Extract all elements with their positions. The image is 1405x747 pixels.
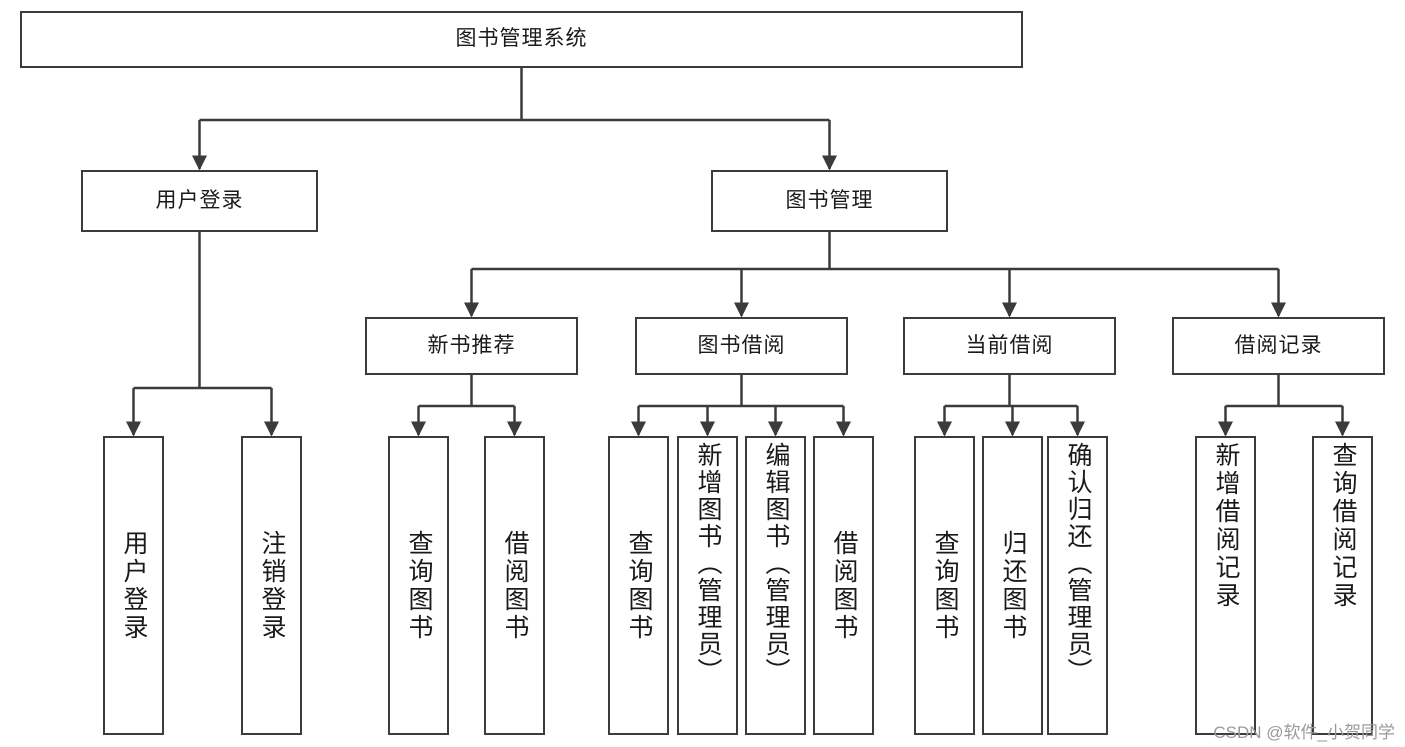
- node-label: 注销登录: [258, 529, 286, 642]
- node-label: 当前借阅: [965, 333, 1054, 357]
- node-label: 借阅图书: [501, 529, 529, 642]
- node-leaf_query_book_b[interactable]: 查询图书: [608, 436, 669, 735]
- node-leaf_user_logout[interactable]: 注销登录: [241, 436, 302, 735]
- node-label: 图书管理: [785, 188, 874, 212]
- node-leaf_user_login[interactable]: 用户登录: [103, 436, 164, 735]
- node-borrow_record[interactable]: 借阅记录: [1172, 317, 1385, 375]
- node-leaf_add_record[interactable]: 新增借阅记录: [1195, 436, 1256, 735]
- node-leaf_return_book[interactable]: 归还图书: [982, 436, 1043, 735]
- node-label: 查询借阅记录: [1329, 442, 1357, 610]
- node-label: 借阅图书: [830, 529, 858, 642]
- node-leaf_query_record[interactable]: 查询借阅记录: [1312, 436, 1373, 735]
- node-label: 新书推荐: [427, 333, 516, 357]
- node-leaf_borrow_book_b[interactable]: 借阅图书: [813, 436, 874, 735]
- node-root[interactable]: 图书管理系统: [20, 11, 1023, 68]
- node-leaf_borrow_book_rec[interactable]: 借阅图书: [484, 436, 545, 735]
- node-leaf_add_book[interactable]: 新增图书（管理员）: [677, 436, 738, 735]
- node-label: 查询图书: [931, 529, 959, 642]
- node-book_mgmt[interactable]: 图书管理: [711, 170, 948, 232]
- node-label: 编辑图书（管理员）: [762, 442, 790, 685]
- node-user_login[interactable]: 用户登录: [81, 170, 318, 232]
- node-label: 归还图书: [999, 529, 1027, 642]
- node-leaf_edit_book[interactable]: 编辑图书（管理员）: [745, 436, 806, 735]
- node-label: 新增借阅记录: [1212, 442, 1240, 610]
- node-label: 图书管理系统: [455, 27, 588, 51]
- node-label: 借阅记录: [1234, 333, 1323, 357]
- node-label: 确认归还（管理员）: [1064, 442, 1092, 685]
- node-book_borrow[interactable]: 图书借阅: [635, 317, 848, 375]
- node-leaf_confirm_return[interactable]: 确认归还（管理员）: [1047, 436, 1108, 735]
- node-label: 用户登录: [155, 188, 244, 212]
- node-label: 查询图书: [405, 529, 433, 642]
- node-label: 用户登录: [120, 529, 148, 642]
- watermark: CSDN @软件_小贺同学: [1213, 723, 1395, 742]
- node-label: 查询图书: [625, 529, 653, 642]
- node-label: 新增图书（管理员）: [694, 442, 722, 685]
- node-leaf_query_book_c[interactable]: 查询图书: [914, 436, 975, 735]
- node-leaf_query_book_rec[interactable]: 查询图书: [388, 436, 449, 735]
- node-current_borrow[interactable]: 当前借阅: [903, 317, 1116, 375]
- node-label: 图书借阅: [697, 333, 786, 357]
- node-new_book_rec[interactable]: 新书推荐: [365, 317, 578, 375]
